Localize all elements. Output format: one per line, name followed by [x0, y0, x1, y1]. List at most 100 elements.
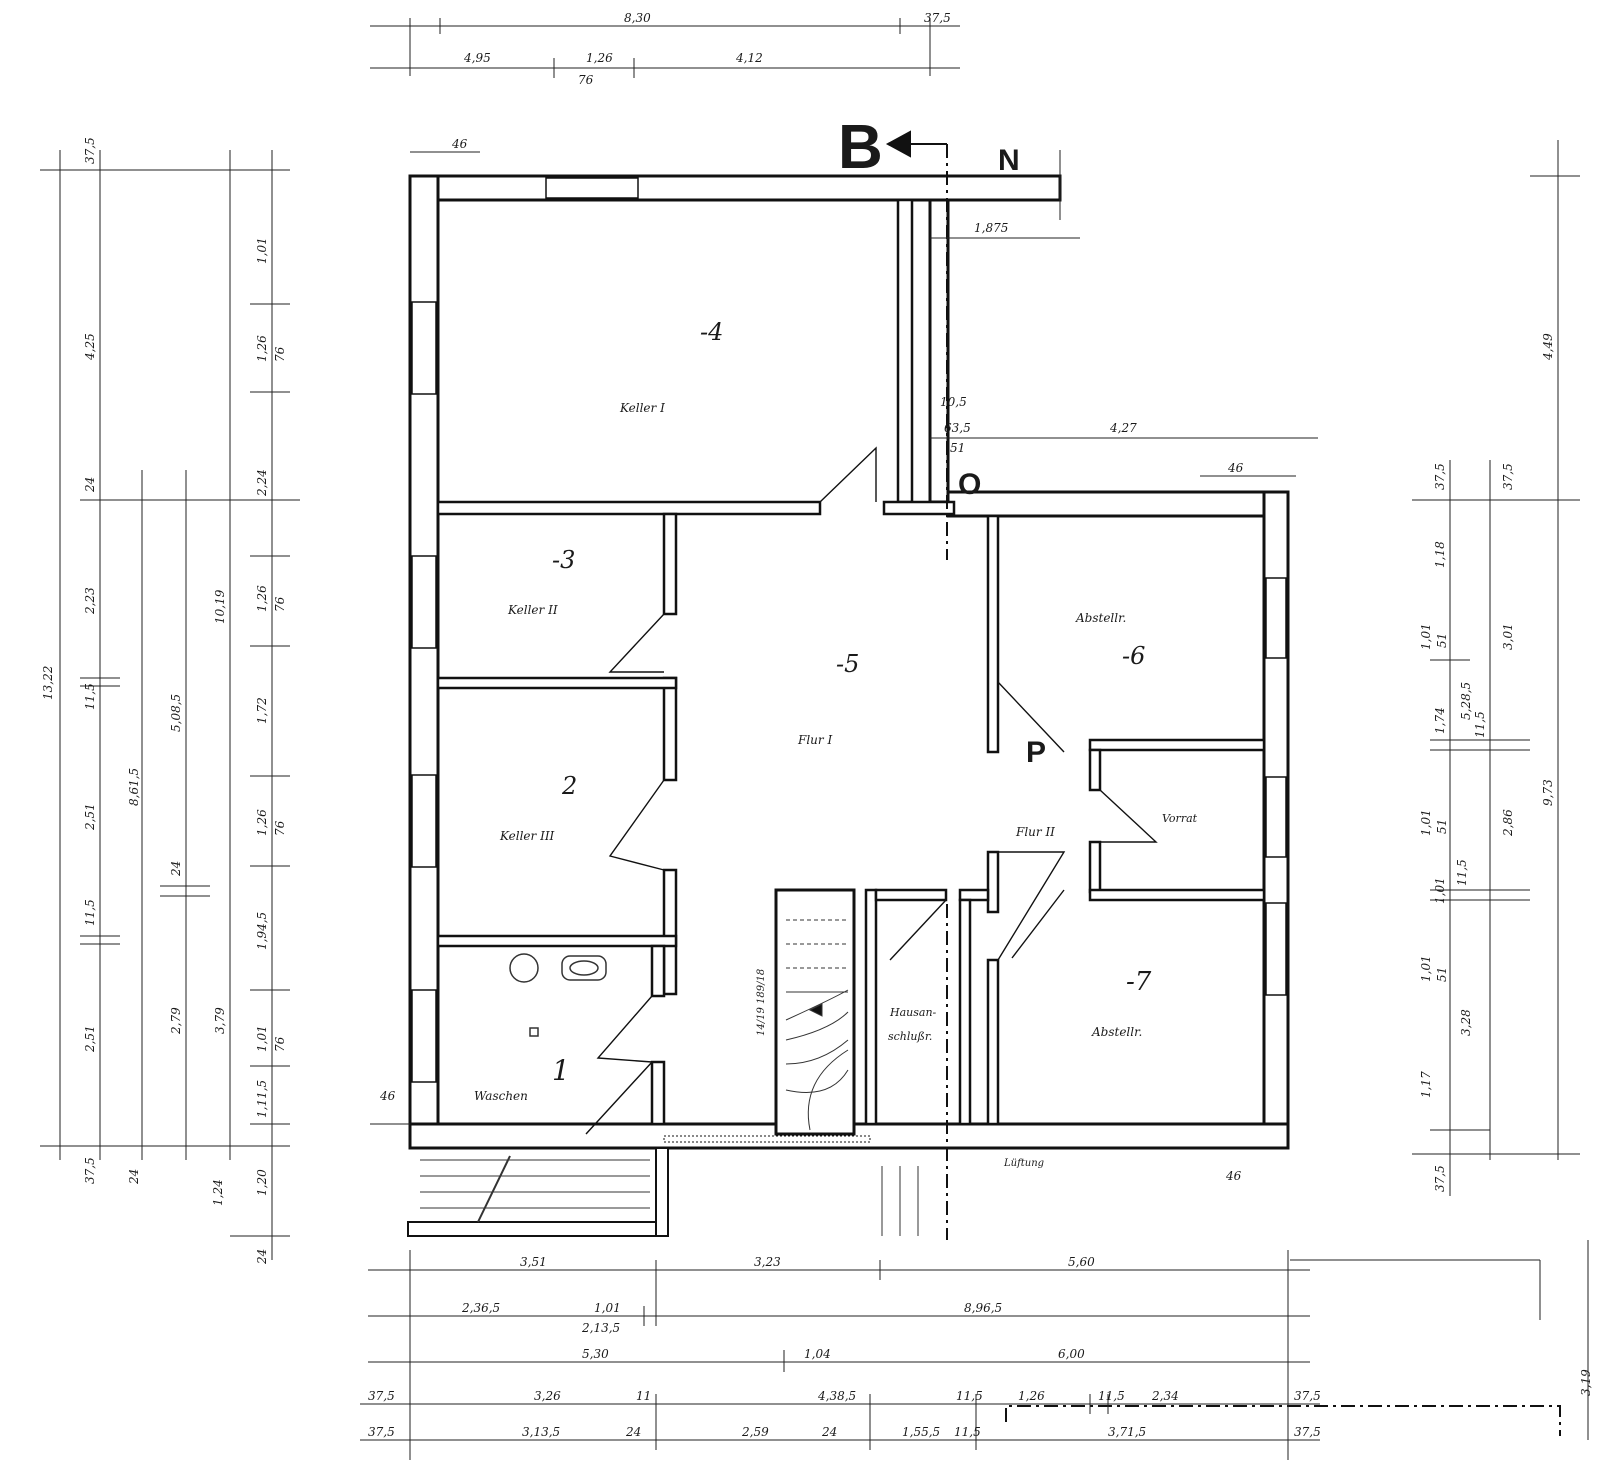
dim-label: 37,5 [1433, 1165, 1447, 1192]
dim-label: 1,01 [255, 237, 269, 264]
dim-label: 11,5 [1455, 859, 1469, 886]
dim-label: 24 [127, 1169, 141, 1185]
dim-label: 76 [273, 596, 287, 612]
dim-label: 4,95 [463, 51, 491, 65]
dim-label: 2,51 [83, 803, 97, 831]
dim-label: 4,12 [735, 51, 763, 65]
dim-label: 37,5 [924, 11, 951, 25]
north-marker: N [998, 144, 1020, 177]
dim-label: 3,23 [754, 1255, 781, 1269]
dim-label: 2,34 [1151, 1389, 1179, 1403]
dim-label: 46 [451, 137, 468, 151]
dim-label: 11,5 [83, 683, 97, 710]
dim-label: 11 [636, 1389, 651, 1403]
marker-p: P [1026, 736, 1046, 769]
dim-label: 2,86 [1501, 809, 1515, 837]
dim-label: 1,01 [255, 1025, 269, 1052]
dim-label: 51 [950, 441, 965, 455]
room-label: Abstellr. [1075, 611, 1126, 625]
dim-label: 1,26 [255, 335, 269, 362]
dim-label: 8,96,5 [964, 1301, 1002, 1315]
room-label: Keller III [499, 829, 555, 843]
dim-label: 1,11,5 [255, 1080, 269, 1118]
dim-label: 1,26 [255, 585, 269, 612]
dim-label: 24 [821, 1425, 837, 1439]
dim-label: 5,28,5 [1459, 682, 1473, 720]
dim-label: 13,22 [41, 666, 55, 700]
dim-label: 10,5 [940, 395, 967, 409]
dim-label: 46 [1227, 461, 1244, 475]
dim-label: 11,5 [954, 1425, 981, 1439]
wall-north-east [946, 490, 1290, 518]
dim-label: 6,00 [1058, 1347, 1085, 1361]
dim-label: 51 [1435, 819, 1449, 834]
dim-label: 24 [169, 861, 183, 877]
dim-label: 3,26 [534, 1389, 561, 1403]
dim-label: 76 [273, 346, 287, 362]
dim-label: 1,20 [255, 1169, 269, 1196]
dim-label: 51 [1435, 967, 1449, 982]
dimension-lines [40, 18, 1589, 1460]
dim-label: 24 [83, 477, 97, 493]
room-number: 2 [561, 772, 577, 800]
dim-label: 11,5 [83, 899, 97, 926]
section-line [885, 130, 1561, 1436]
section-marker-b: B [838, 113, 883, 182]
dim-label: 4,38,5 [817, 1389, 856, 1403]
dim-label: 3,51 [520, 1255, 547, 1269]
wall-north [408, 174, 1062, 202]
dim-label: 1,04 [804, 1347, 831, 1361]
stair-label: 14/19 189/18 [756, 969, 767, 1036]
dim-label: 11,5 [1098, 1389, 1125, 1403]
dim-label: 37,5 [83, 1157, 97, 1184]
room-number: -3 [552, 546, 575, 574]
room-number: -7 [1126, 967, 1152, 997]
dim-label: 1,26 [255, 809, 269, 836]
dim-label: 2,36,5 [461, 1301, 500, 1315]
dim-label: 2,24 [255, 469, 269, 497]
dim-label: 2,51 [83, 1025, 97, 1053]
dim-label: 1,17 [1419, 1071, 1433, 1098]
dim-label: 3,28 [1459, 1009, 1473, 1036]
washroom-fixtures [509, 953, 607, 1037]
dim-label: 5,30 [582, 1347, 609, 1361]
dim-label: 1,55,5 [902, 1425, 940, 1439]
room-labels: -4 Keller I -3 Keller II 2 Keller III 1 … [474, 318, 1198, 1169]
room-label: Keller II [507, 603, 558, 617]
dim-label: 1,875 [974, 221, 1008, 235]
dim-label: 3,13,5 [522, 1425, 560, 1439]
dim-label: 37,5 [1294, 1425, 1321, 1439]
dim-label: 63,5 [944, 421, 971, 435]
room-label: Flur I [797, 733, 832, 747]
dim-label: 2,79 [169, 1007, 183, 1035]
dim-label: 11,5 [1473, 711, 1487, 738]
room-label: Vorrat [1162, 812, 1198, 825]
dim-label: 1,26 [586, 51, 613, 65]
dim-label: 1,01 [1419, 809, 1433, 836]
dim-label: 8,61,5 [127, 768, 141, 806]
dim-label: 37,5 [1433, 463, 1447, 490]
dim-label: 37,5 [1501, 463, 1515, 490]
room-label: Abstellr. [1091, 1025, 1142, 1039]
dim-label: 5,60 [1068, 1255, 1095, 1269]
dim-label: 4,25 [83, 333, 97, 361]
dim-label: 1,18 [1433, 541, 1447, 568]
dim-label: 76 [578, 73, 594, 87]
dim-label: 46 [379, 1089, 396, 1103]
room-number: -6 [1122, 642, 1145, 670]
windows [411, 177, 1287, 1083]
dim-label: 11,5 [956, 1389, 983, 1403]
dim-label: 76 [273, 1036, 287, 1052]
room-label: Keller I [619, 401, 665, 415]
dim-label: 1,01 [1419, 623, 1433, 650]
dim-label: 8,30 [624, 11, 651, 25]
dim-label: 3,01 [1501, 623, 1515, 650]
dim-label: 46 [1225, 1169, 1242, 1183]
dim-label: 2,23 [83, 587, 97, 615]
dim-label: 5,08,5 [169, 694, 183, 732]
dim-label: 4,49 [1541, 333, 1555, 361]
marker-o: O [958, 468, 981, 501]
outside-stairs [407, 1135, 919, 1237]
dim-label: 37,5 [1294, 1389, 1321, 1403]
